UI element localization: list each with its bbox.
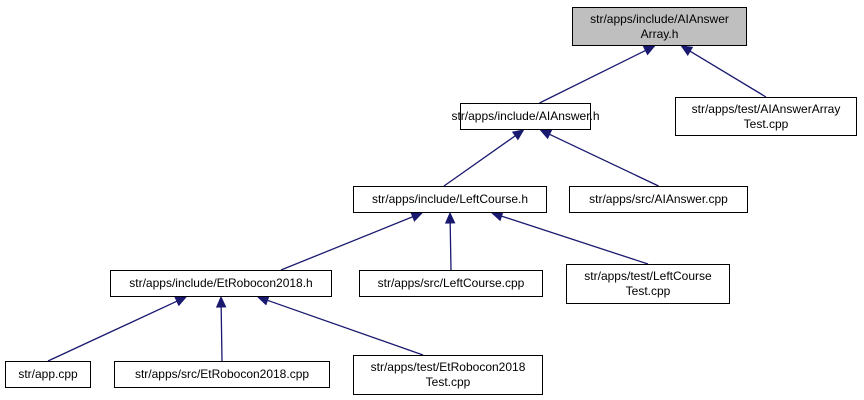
edge-arrowhead xyxy=(680,45,694,56)
edge-arrowhead xyxy=(490,211,504,222)
edge-arrowhead xyxy=(511,129,525,141)
node-leftcourse-cpp[interactable]: str/apps/src/LeftCourse.cpp xyxy=(359,270,543,297)
node-aianswer-h[interactable]: str/apps/include/AIAnswer.h xyxy=(451,103,600,130)
edge-lctest-to-lc xyxy=(501,215,649,265)
edge-lc-to-ai xyxy=(443,135,516,187)
node-label-line: Test.cpp xyxy=(743,116,789,131)
node-label-line: str/apps/src/AIAnswer.cpp xyxy=(589,192,728,206)
node-aianswer-cpp[interactable]: str/apps/src/AIAnswer.cpp xyxy=(569,186,748,213)
node-aianswerarraytest-cpp[interactable]: str/apps/test/AIAnswerArray Test.cpp xyxy=(675,97,857,136)
edge-arrowhead xyxy=(174,296,188,307)
node-label-line: str/apps/test/EtRobocon2018 xyxy=(370,360,526,374)
edge-app-to-er xyxy=(47,300,178,362)
edge-aitest-to-root xyxy=(689,50,767,98)
edge-arrowhead xyxy=(215,295,227,308)
node-etrobocon2018-h[interactable]: str/apps/include/EtRobocon2018.h xyxy=(110,270,332,297)
edge-ercpp-to-er xyxy=(220,306,223,362)
edge-arrowhead xyxy=(539,129,553,140)
node-label-line: str/apps/src/LeftCourse.cpp xyxy=(377,276,525,290)
edge-ertest-to-er xyxy=(267,299,424,356)
edge-aicpp-to-ai xyxy=(549,133,659,187)
node-label-line: Test.cpp xyxy=(425,375,471,389)
edge-arrowhead xyxy=(410,212,424,222)
node-label-line: Test.cpp xyxy=(625,284,671,298)
edge-ai-to-root xyxy=(539,49,646,104)
node-label-line: str/apps/include/AIAnswer xyxy=(590,11,729,26)
edge-lccpp-to-lc xyxy=(449,222,452,271)
node-label-line: str/apps/test/AIAnswerArray xyxy=(691,101,841,116)
node-leftcoursetest-cpp[interactable]: str/apps/test/LeftCourse Test.cpp xyxy=(566,264,730,304)
node-etrobocon2018test-cpp[interactable]: str/apps/test/EtRobocon2018 Test.cpp xyxy=(353,355,543,395)
node-label-line: str/apps/include/EtRobocon2018.h xyxy=(129,276,313,290)
node-leftcourse-h[interactable]: str/apps/include/LeftCourse.h xyxy=(353,186,547,213)
node-label-line: Array.h xyxy=(640,26,679,41)
node-app-cpp[interactable]: str/app.cpp xyxy=(5,361,91,388)
edge-arrowhead xyxy=(256,295,270,306)
edge-arrowhead xyxy=(444,211,456,224)
node-label-line: str/apps/src/EtRobocon2018.cpp xyxy=(134,367,310,381)
edge-arrowhead xyxy=(642,45,656,56)
node-label-line: str/apps/include/LeftCourse.h xyxy=(371,192,529,206)
node-label-line: str/apps/include/AIAnswer.h xyxy=(451,109,600,123)
node-label-line: str/apps/test/LeftCourse xyxy=(584,269,712,283)
node-label-line: str/app.cpp xyxy=(18,367,78,381)
node-aianswerarray-h: str/apps/include/AIAnswer Array.h xyxy=(572,7,747,46)
node-etrobocon2018-cpp[interactable]: str/apps/src/EtRobocon2018.cpp xyxy=(114,361,330,388)
edge-er-to-lc xyxy=(280,216,413,271)
